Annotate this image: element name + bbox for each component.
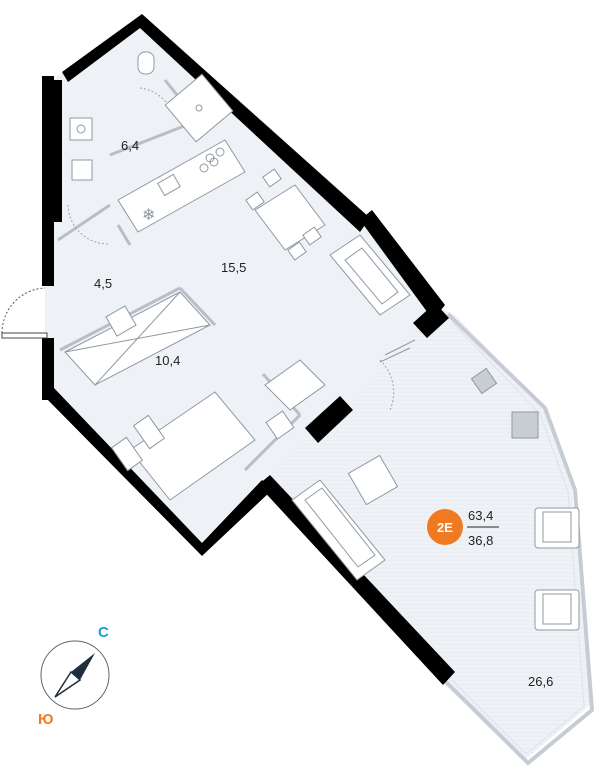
- terrace-table: [347, 454, 399, 506]
- terrace-plant-1: [470, 367, 498, 395]
- terrace-furniture: [291, 367, 580, 631]
- room-label-bathroom: 6,4: [121, 138, 139, 153]
- room-label-hall: 4,5: [94, 276, 112, 291]
- apartment-badge: 2E 63,4 36,8: [427, 508, 499, 548]
- sofa-living: [329, 234, 411, 316]
- wall-pier-1: [413, 303, 449, 338]
- wardrobe: [64, 291, 211, 386]
- desk: [264, 359, 326, 411]
- svg-text:❄: ❄: [142, 207, 155, 224]
- wall-pier-2: [305, 396, 353, 443]
- wall-left-upper: [42, 76, 54, 286]
- compass-ring: [40, 640, 110, 710]
- entrance-floor: [45, 278, 59, 338]
- shower: [164, 73, 234, 143]
- compass: С Ю: [38, 624, 110, 728]
- compass-south-label: Ю: [38, 711, 53, 728]
- wall-left-lower: [42, 338, 54, 400]
- wall-right-middle: [360, 210, 445, 320]
- room-labels: 6,4 4,5 15,5 10,4 26,6: [94, 138, 553, 689]
- room-label-bedroom: 10,4: [155, 353, 180, 368]
- room-label-terrace: 26,6: [528, 674, 553, 689]
- type-badge-circle: [427, 509, 463, 545]
- terrace-chair-2: [534, 589, 580, 631]
- total-area: 63,4: [468, 508, 493, 523]
- entrance-door[interactable]: [1, 287, 48, 339]
- kitchen-counter: ❄: [117, 139, 246, 233]
- terrace-railing: [444, 312, 595, 766]
- compass-needle-north: [71, 653, 95, 680]
- wall-left-upper-window: [54, 80, 62, 222]
- type-badge-label: 2E: [437, 520, 453, 535]
- terrace-plant-2: [511, 411, 539, 439]
- floor-area: [45, 20, 590, 760]
- terrace-chair-1: [534, 507, 580, 549]
- bed: [110, 391, 295, 501]
- door-swings: [67, 87, 395, 411]
- washer: [71, 159, 93, 181]
- room-label-kitchen-living: 15,5: [221, 260, 246, 275]
- bathroom-fixtures: [69, 51, 234, 181]
- entry-shelf: [105, 305, 416, 363]
- wall-bottom-left: [42, 388, 272, 556]
- sink: [69, 117, 93, 141]
- compass-north-label: С: [98, 624, 109, 641]
- wall-top: [62, 14, 370, 232]
- toilet: [137, 51, 155, 75]
- compass-needle-south: [54, 670, 82, 698]
- living-area: 36,8: [468, 533, 493, 548]
- apartment-floor: [52, 20, 432, 545]
- terrace-sofa: [291, 479, 386, 581]
- dining-set: [245, 168, 326, 261]
